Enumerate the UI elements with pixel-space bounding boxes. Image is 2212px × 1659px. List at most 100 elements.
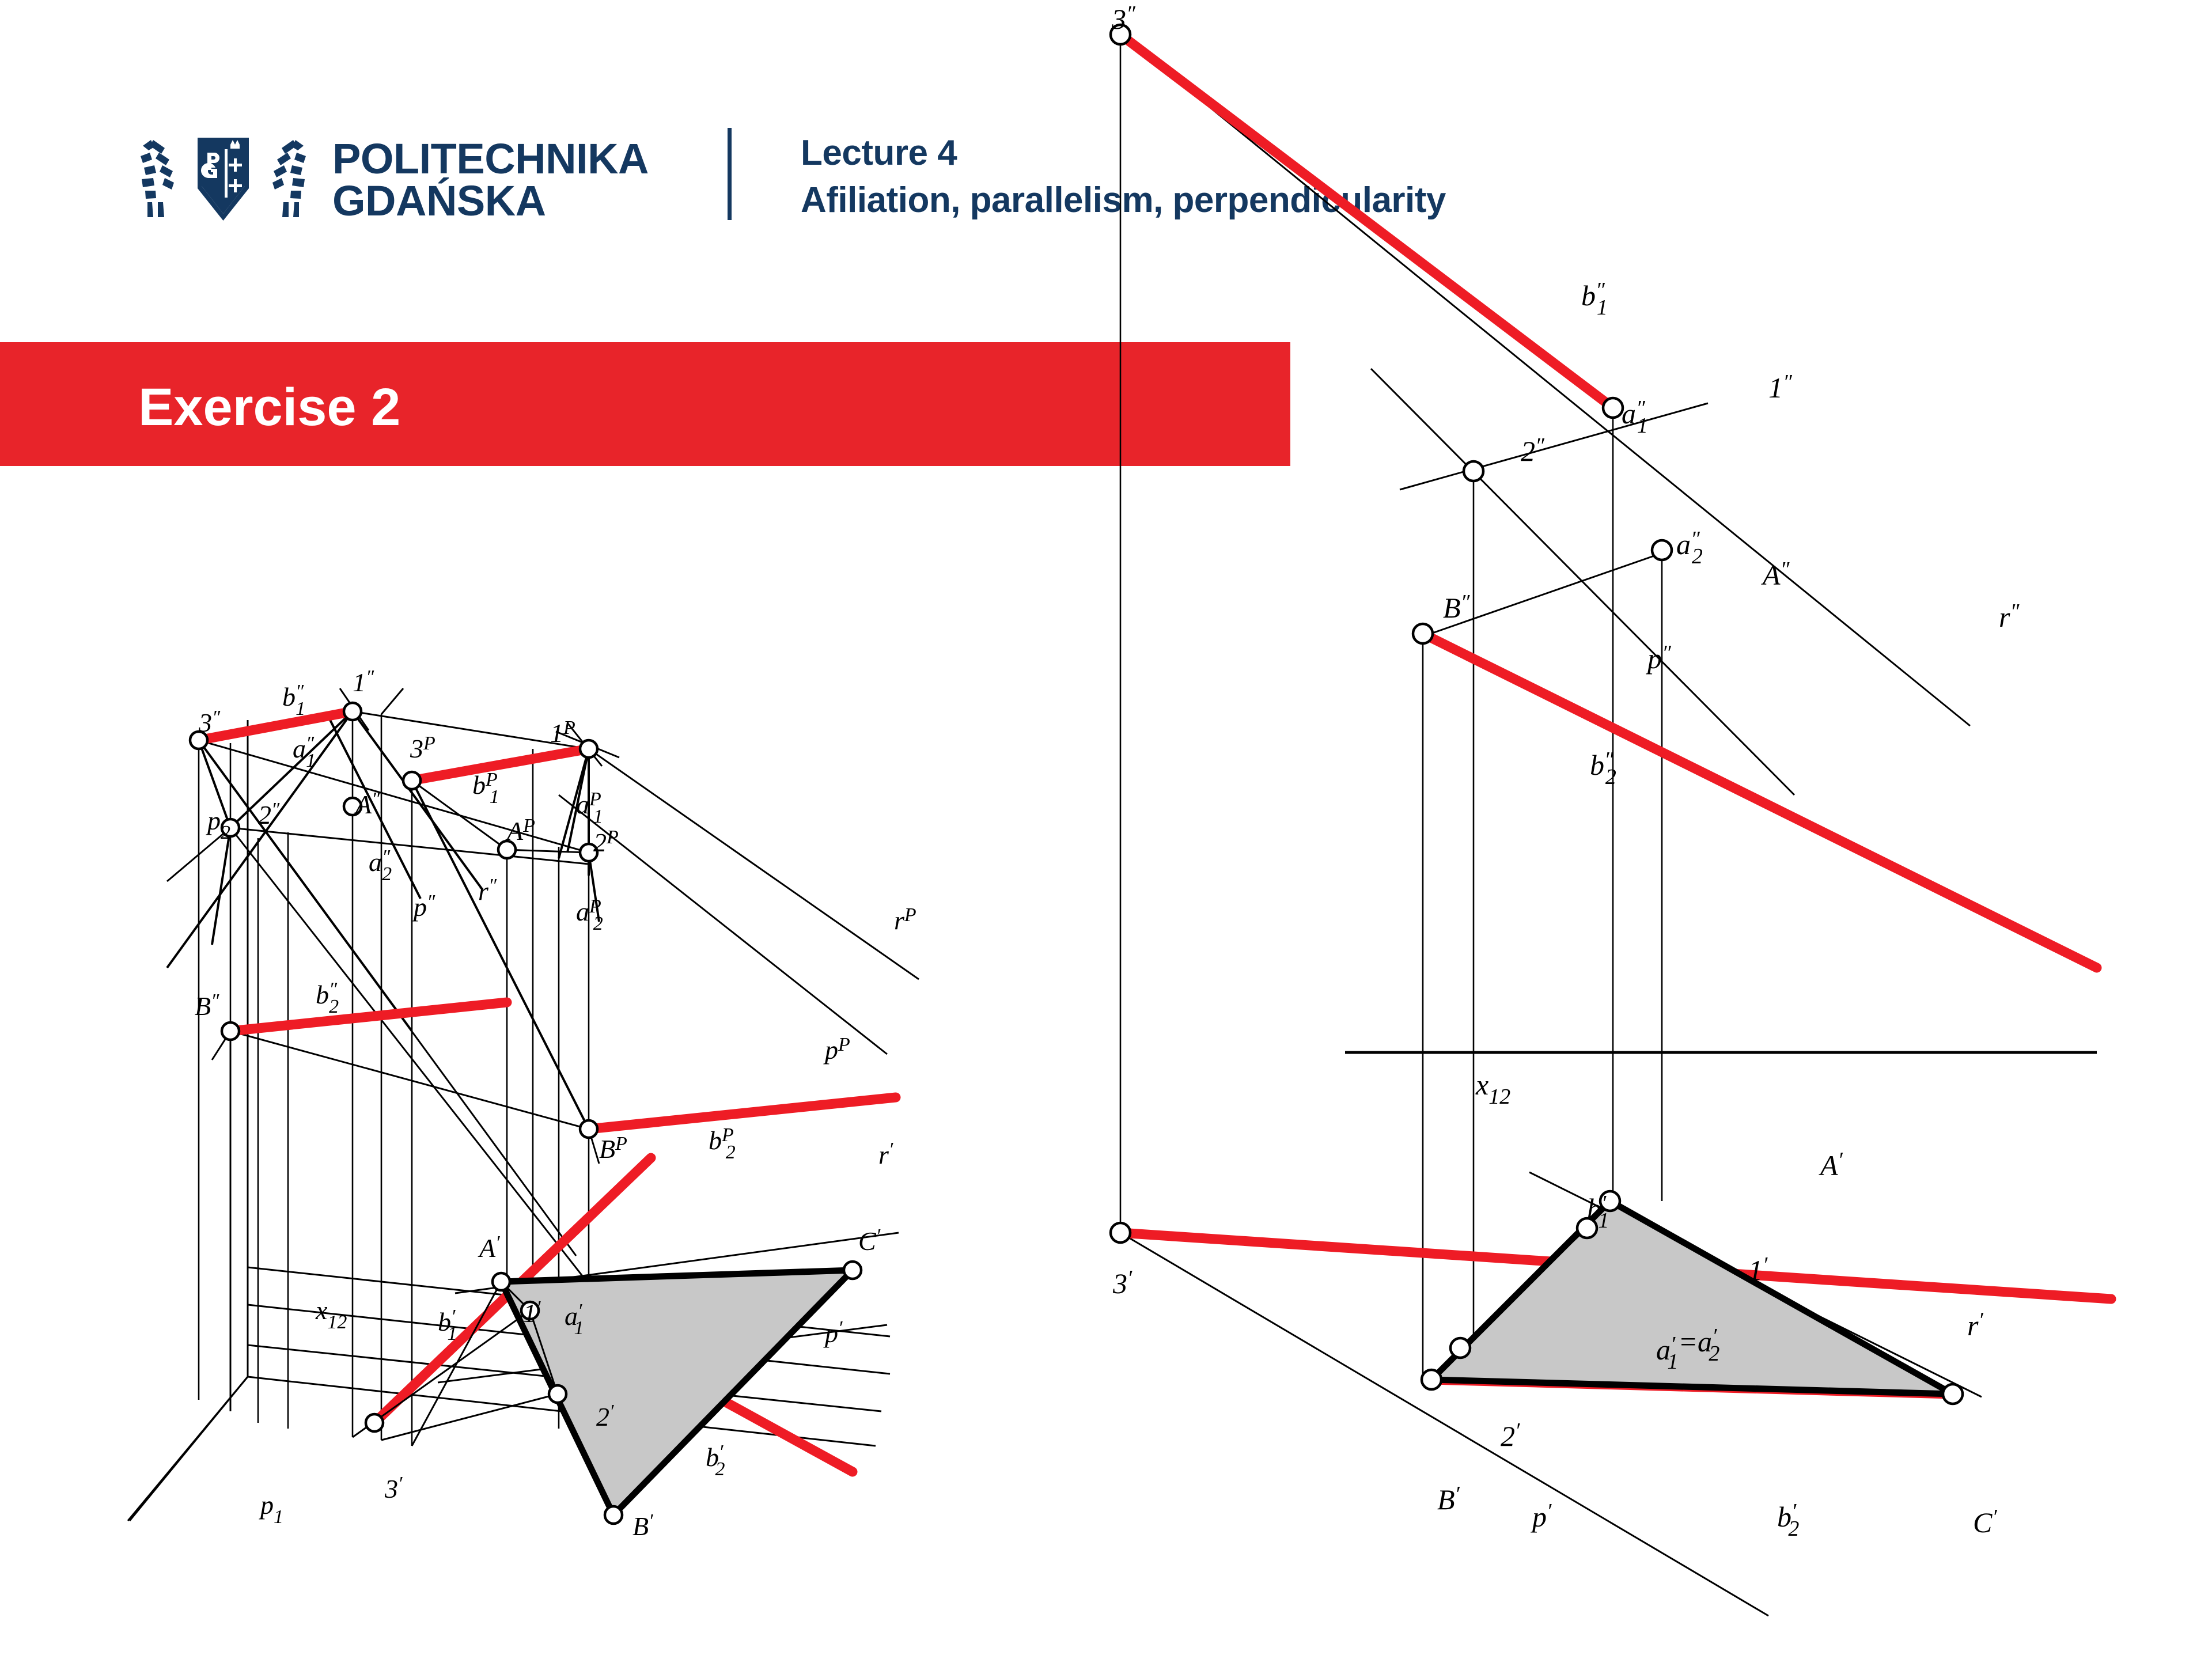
label-a2pp: a″2 <box>369 846 392 885</box>
point-2-prime <box>547 1384 568 1404</box>
point-3-double-prime <box>188 730 209 751</box>
label-Aprime: A′ <box>478 1232 500 1263</box>
label-a2pp: a″2 <box>1676 527 1703 569</box>
point-B-double-prime <box>1411 622 1434 645</box>
label-3prime: 3′ <box>384 1473 403 1503</box>
lecture-number: Lecture 4 <box>801 133 957 173</box>
university-logo-block: POLITECHNIKA GDAŃSKA <box>138 130 649 230</box>
label-App: A″ <box>354 789 380 819</box>
label-rP: rP <box>894 904 916 935</box>
line-b1-double-prime <box>194 706 358 745</box>
label-3pp: 3″ <box>198 707 221 737</box>
exercise-title: Exercise 2 <box>138 378 401 437</box>
point-3-double-prime <box>1109 23 1132 46</box>
slide-header: POLITECHNIKA GDAŃSKA Lecture 4 Afiliatio… <box>0 0 2212 323</box>
point-3-P <box>402 770 422 791</box>
label-b2prime: b′2 <box>706 1441 725 1480</box>
label-b1prime: b′1 <box>1587 1191 1609 1233</box>
label-p2: p2 <box>206 806 230 843</box>
label-Cprime: C′ <box>858 1225 881 1256</box>
label-Ap: AP <box>505 815 535 846</box>
label-a1pp: a″1 <box>293 733 316 771</box>
label-BP: BP <box>599 1133 627 1164</box>
label-x12: x12 <box>1475 1069 1510 1109</box>
label-2pp: 2″ <box>258 799 280 830</box>
point-A-prime <box>491 1271 512 1292</box>
label-b1pp: b″1 <box>282 681 305 719</box>
point-1-P <box>578 738 599 759</box>
label-3p: 3P <box>410 733 435 763</box>
point-2-prime <box>1449 1336 1472 1359</box>
label-x12: x12 <box>315 1296 347 1333</box>
line-r-double-prime <box>1120 33 1971 727</box>
point-B-prime <box>1420 1368 1443 1391</box>
point-2-double-prime <box>1462 460 1485 483</box>
point-C-prime <box>842 1260 863 1281</box>
label-Bpp: B″ <box>195 990 219 1021</box>
label-ppp: p″ <box>412 891 435 922</box>
line-b2-P <box>584 1092 901 1134</box>
point-B-prime <box>603 1505 624 1525</box>
exercise-banner <box>0 342 1290 466</box>
line-b1-double-prime <box>1115 29 1618 413</box>
point-2-P <box>578 842 599 863</box>
point-1-prime <box>520 1300 540 1321</box>
university-name-line1: POLITECHNIKA <box>332 134 649 183</box>
point-B-double-prime <box>220 1021 241 1041</box>
point-A-double-prime <box>1650 539 1673 562</box>
point-A-P <box>497 839 517 860</box>
label-Aprime: A′ <box>1819 1148 1843 1181</box>
label-pP: pP <box>823 1034 850 1065</box>
label-b2pp: b″2 <box>1590 748 1616 789</box>
label-b1pp: b″1 <box>1581 278 1608 320</box>
point-1-double-prime <box>342 701 363 722</box>
label-a_eq: a′1=a′2 <box>1656 1324 1719 1374</box>
label-1p: 1P <box>550 717 575 748</box>
label-3pp: 3″ <box>1111 2 1136 35</box>
label-2p: 2P <box>593 827 619 857</box>
label-pprime: p′ <box>1531 1499 1552 1533</box>
label-1prime: 1′ <box>523 1297 541 1328</box>
line-b2-double-prime <box>225 997 512 1036</box>
label-3prime: 3′ <box>1112 1266 1132 1300</box>
label-App: A″ <box>1761 558 1790 591</box>
label-Cprime: C′ <box>1973 1505 1997 1539</box>
point-1-prime <box>1575 1217 1599 1240</box>
point-C-prime <box>1941 1382 1964 1406</box>
label-p1: p1 <box>259 1490 283 1528</box>
label-rpp: r″ <box>1999 600 2020 633</box>
label-1prime: 1′ <box>1748 1253 1768 1286</box>
label-pprime: p′ <box>823 1317 843 1348</box>
university-name-line2: GDAŃSKA <box>332 176 546 225</box>
point-3-prime <box>1109 1221 1132 1244</box>
label-2prime: 2′ <box>1501 1419 1520 1452</box>
header-divider <box>728 128 732 220</box>
point-2-double-prime <box>220 817 241 838</box>
line-p-double-prime <box>1370 368 1796 796</box>
label-rprime: r′ <box>878 1139 893 1169</box>
label-a1pp: a″1 <box>1622 396 1648 438</box>
point-A-double-prime <box>342 796 363 817</box>
point-B-P <box>578 1119 599 1139</box>
line-p-prime <box>1120 1232 1769 1617</box>
point-3-prime <box>364 1412 385 1433</box>
point-1-double-prime <box>1601 396 1624 419</box>
point-A-prime <box>1599 1190 1622 1213</box>
label-b2pp: b″2 <box>316 979 339 1017</box>
label-rprime: r′ <box>1967 1308 1983 1342</box>
label-b2prime: b′2 <box>1777 1499 1799 1541</box>
line-a2-double-prime <box>1414 549 1671 641</box>
label-1pp: 1″ <box>1768 370 1793 404</box>
label-Bprime: B′ <box>1437 1482 1460 1516</box>
pg-crest-icon <box>141 138 306 221</box>
label-2prime: 2′ <box>596 1401 614 1431</box>
label-ppp: p″ <box>1646 641 1672 675</box>
label-2pp: 2″ <box>1521 434 1545 467</box>
line-b1-P <box>407 744 594 786</box>
label-a1prime: a′1 <box>565 1300 584 1339</box>
